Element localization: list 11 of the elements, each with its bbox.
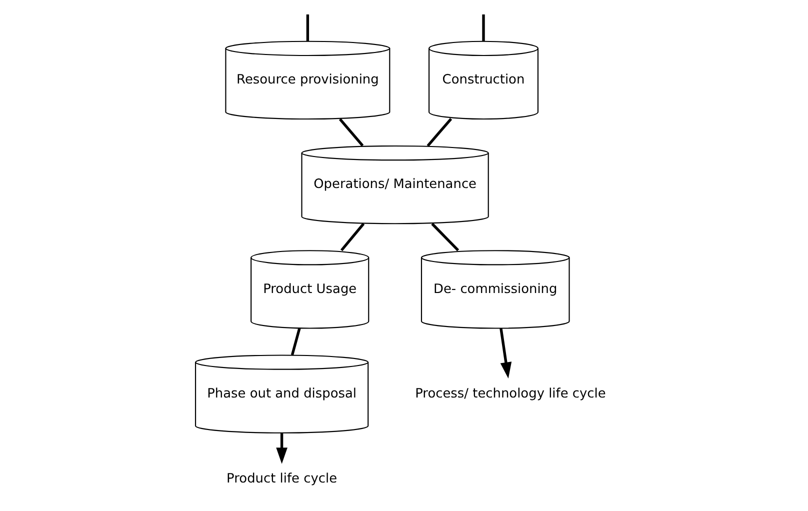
- arrow: [499, 328, 512, 378]
- connector: [430, 222, 459, 251]
- arrow: [276, 432, 287, 464]
- connector: [306, 14, 309, 41]
- node-text: Product life cycle: [226, 471, 337, 486]
- connector: [340, 222, 364, 251]
- node-text: Process/ technology life cycle: [414, 386, 606, 401]
- connector: [338, 118, 364, 146]
- connector: [290, 328, 300, 355]
- connector: [426, 117, 452, 146]
- connector: [482, 14, 484, 41]
